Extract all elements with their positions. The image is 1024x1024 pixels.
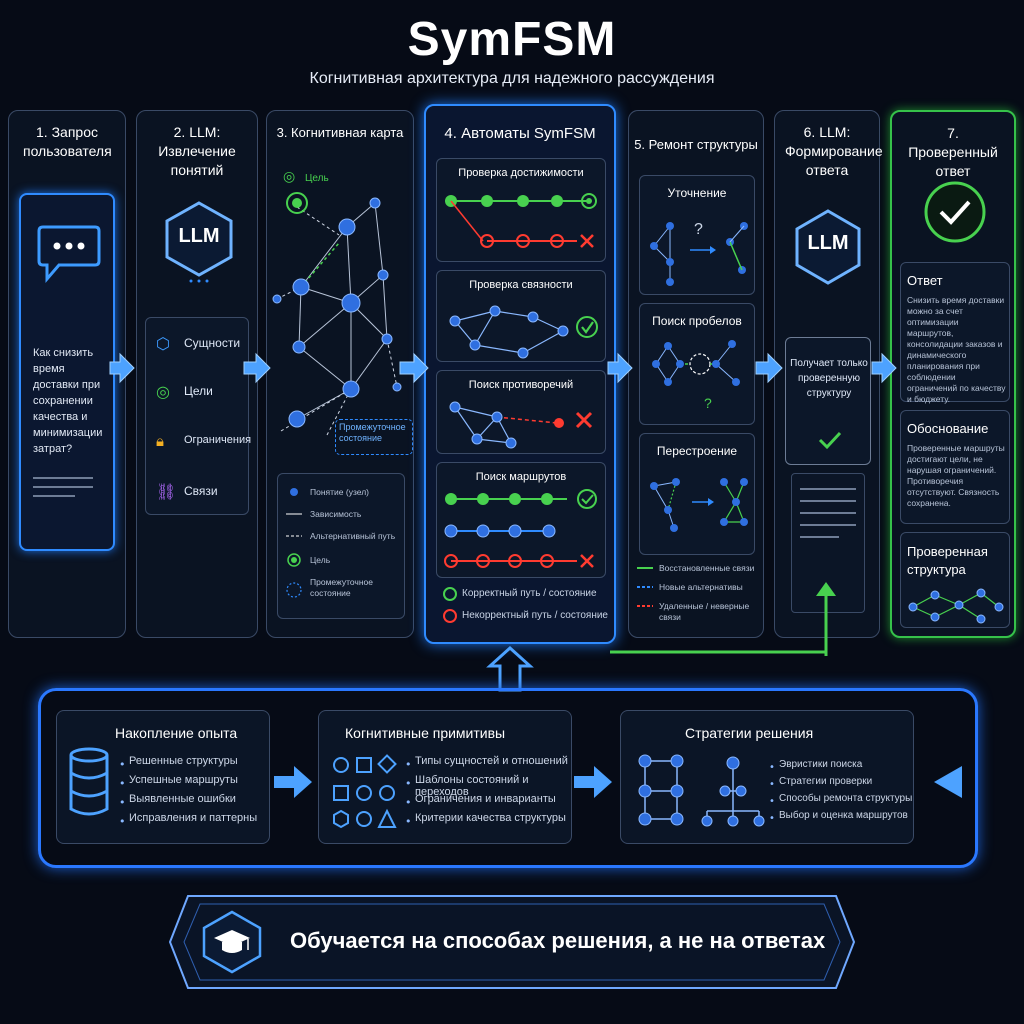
column-title: 1. Запрос пользователя [23, 124, 112, 159]
legend-new-alt: Новые альтернативы [659, 582, 743, 592]
map-legend: Понятие (узел) Зависимость Альтернативны… [277, 473, 405, 619]
answer-box: Ответ Снизить время доставки можно за сч… [900, 262, 1010, 404]
svg-text:?: ? [704, 395, 712, 411]
list-item: Успешные маршруты [129, 774, 238, 786]
llm-hexagon-icon [165, 201, 233, 283]
route-search-box: Поиск маршрутов [436, 462, 606, 578]
column-title: 6. LLM: Формирование ответа [785, 124, 883, 178]
cube-icon: ⬡ [156, 334, 170, 353]
llm-label: LLM [178, 225, 220, 247]
intermediate-state-box [335, 419, 413, 455]
learning-loop [38, 688, 978, 868]
user-query-text: Как снизить время доставки при сохранени… [33, 347, 103, 455]
connectivity-graph [449, 305, 598, 359]
repair-legend-marks [637, 567, 653, 607]
list-item: Исправления и паттерны [129, 812, 258, 824]
strategy-graph-icon [638, 754, 765, 827]
list-item: Типы сущностей и отношений [415, 755, 568, 767]
goal-icon: ◎ [283, 169, 296, 185]
route-graph [444, 489, 597, 568]
banner-text: Обучается на способах решения, а не на о… [290, 928, 826, 953]
rebuild-box: Перестроение [639, 433, 755, 555]
legend-removed: Удаленные / неверные связи [659, 601, 750, 622]
legend-correct: Корректный путь / состояние [462, 588, 597, 599]
intermediate-state-label: Промежуточное состояние [339, 422, 406, 443]
goal-label: Цель [305, 173, 329, 184]
list-item: Способы ремонта структуры [779, 793, 913, 804]
svg-text:?: ? [694, 221, 703, 238]
target-icon: ◎ [156, 382, 170, 401]
llm-label: LLM [807, 232, 849, 254]
verified-structure-box: Проверенная структура [900, 532, 1010, 628]
reasoning-box: Обоснование Проверенные маршруты достига… [900, 410, 1010, 524]
column-title: 7. Проверенный ответ [908, 125, 998, 179]
cognitive-map-graph [272, 192, 402, 436]
legend-goal: Цель [310, 555, 331, 565]
legend-dependency: Зависимость [310, 509, 362, 519]
column-symfsm-automata: 4. Автоматы SymFSM Проверка достижимости… [424, 104, 616, 644]
list-item: Шаблоны состояний и переходов [415, 774, 529, 798]
column-structure-repair: 5. Ремонт структуры Уточнение ? Поиск пр… [628, 110, 764, 638]
list-item: Выявленные ошибки [129, 793, 236, 805]
column-user-query: 1. Запрос пользователя Как снизить время… [8, 110, 126, 638]
primitives-box: Когнитивные примитивы Типы сущностей и о… [318, 710, 572, 844]
check-icon [818, 431, 842, 450]
query-panel: Как снизить время доставки при сохранени… [19, 193, 115, 551]
strategies-box: Стратегии решения Эвристики поиска Страт… [620, 710, 914, 844]
legend-alt-path: Альтернативный путь [310, 531, 396, 541]
column-verified-answer: 7. Проверенный ответ Ответ Снизить время… [890, 110, 1016, 638]
link-icon: ⛓ [156, 482, 177, 501]
verified-check-icon [924, 181, 986, 243]
column-title: 2. LLM: Извлечение понятий [158, 124, 236, 178]
database-icon [69, 747, 109, 816]
lock-icon: 🔒︎ [156, 432, 164, 450]
reachability-graph [445, 193, 597, 248]
verified-structure-card: Получает только проверенную структуру [785, 337, 871, 465]
legend-incorrect: Некорректный путь / состояние [462, 610, 608, 621]
graduation-cap-icon [202, 910, 262, 974]
gap-graph: ? [652, 340, 740, 411]
item-constraints: 🔒︎ Ограничения [156, 432, 252, 450]
item-goals: ◎ Цели [156, 382, 213, 401]
primitive-shapes-icon [333, 754, 397, 829]
contradiction-graph [449, 401, 593, 449]
column-llm-answer: 6. LLM: Формирование ответа LLM Получает… [774, 110, 883, 638]
connectivity-check-box: Проверка связности [436, 270, 606, 362]
page-title: SymFSM [407, 13, 617, 66]
experience-box: Накопление опыта Решенные структуры Успе… [56, 710, 270, 844]
chat-bubble-icon [37, 225, 101, 284]
legend-marks [443, 587, 457, 623]
item-entities: ⬡ Сущности [156, 334, 241, 353]
reachability-check-box: Проверка достижимости [436, 158, 606, 262]
item-links: ⛓ Связи [156, 482, 218, 501]
verified-structure-graph [908, 588, 1004, 624]
rebuild-graph [650, 478, 748, 532]
legend-node: Понятие (узел) [310, 487, 369, 497]
list-item: Выбор и оценка маршрутов [779, 810, 908, 821]
list-item: Критерии качества структуры [415, 812, 566, 824]
legend-intermediate: Промежуточное состояние [310, 577, 373, 598]
list-item: Ограничения и инварианты [415, 793, 556, 805]
banner-frame [168, 895, 856, 989]
page-subtitle: Когнитивная архитектура для надежного ра… [309, 70, 715, 87]
list-item: Решенные структуры [129, 755, 238, 767]
list-item: Эвристики поиска [779, 759, 863, 770]
column-cognitive-map: 3. Когнитивная карта ◎ Цель Промежуточно… [266, 110, 414, 638]
column-title: 4. Автоматы SymFSM [444, 125, 596, 142]
llm-hexagon-icon [795, 209, 861, 285]
contradiction-search-box: Поиск противоречий [436, 370, 606, 454]
column-title: 3. Когнитивная карта [276, 125, 404, 140]
gap-search-box: Поиск пробелов ? [639, 303, 755, 425]
refinement-box: Уточнение ? [639, 175, 755, 295]
column-title: 5. Ремонт структуры [634, 137, 758, 152]
legend-marks [286, 488, 302, 598]
list-item: Стратегии проверки [779, 776, 873, 787]
legend-restored: Восстановленные связи [659, 563, 755, 573]
text-lines [33, 477, 93, 497]
concepts-list: ⬡ Сущности ◎ Цели 🔒︎ Ограничения ⛓ Связи [145, 317, 252, 515]
refinement-graph: ? [650, 221, 748, 286]
